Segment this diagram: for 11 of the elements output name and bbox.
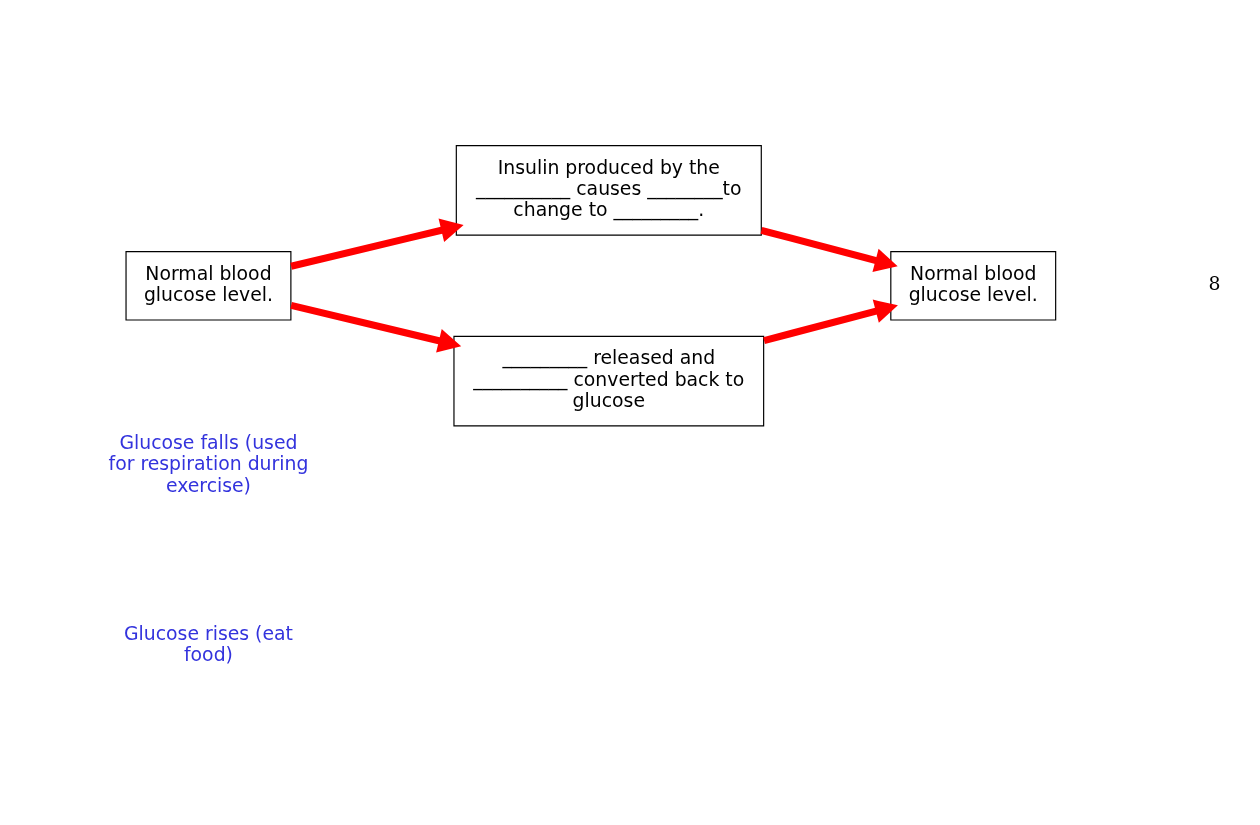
label: Glucose rises (eat food) — [123, 622, 293, 665]
arrow — [290, 301, 462, 352]
node-box: _________ released and __________ converted back to glucose — [453, 335, 765, 427]
arrow — [763, 299, 898, 344]
node-box: Insulin produced by the __________ causes ________to change to _________. — [455, 144, 762, 236]
node-box: Normal blood glucose level. — [125, 250, 292, 321]
node-box: Normal blood glucose level. — [890, 250, 1057, 321]
arrow — [290, 218, 464, 270]
label: 8 — [1208, 272, 1221, 294]
arrow — [760, 226, 898, 272]
label: Glucose falls (used for respiration during exercise) — [108, 431, 309, 496]
